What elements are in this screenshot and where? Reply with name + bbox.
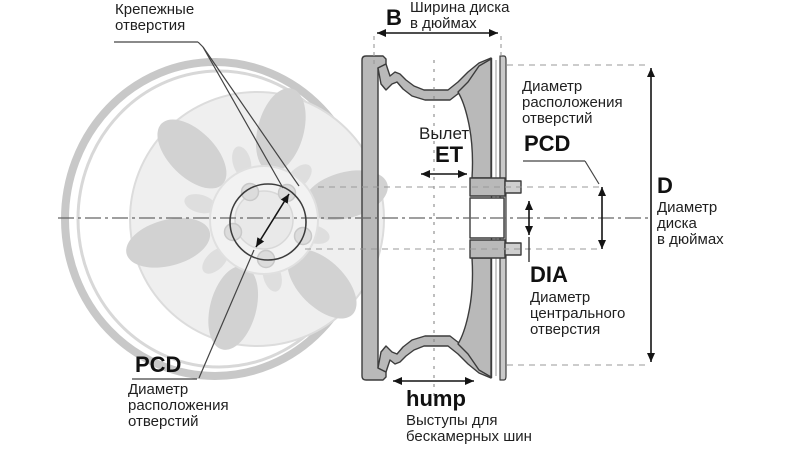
pcd-right-leader [584,160,600,185]
dimension-lines [114,29,655,385]
hump-desc-label: Выступы для бескамерных шин [406,412,532,445]
offset-name-label: Вылет [419,124,470,143]
pcd-left-abbr-label: PCD [135,352,182,377]
hump-abbr-label: hump [406,386,466,411]
leader-lines [114,41,600,380]
diameter-abbr-label: D [657,173,673,198]
diameter-desc-label: Диаметр диска в дюймах [657,199,724,248]
mounting-holes-label: Крепежные отверстия [115,1,195,34]
wheel-front-view [61,58,388,380]
pcd-diagonal-arrow [255,193,290,248]
mounting-holes-leader-1 [202,46,284,189]
spoke-opening [126,217,211,268]
mounting-holes-joint [197,41,204,48]
spoke-opening [157,119,227,189]
construction-lines [58,36,650,397]
spoke-opening [255,88,306,173]
pcd-left-leader [198,249,255,379]
spoke-slit [184,194,216,214]
offset-abbr-label: ET [435,142,464,167]
mounting-holes-leader-2 [202,46,300,187]
pcd-left-desc-label: Диаметр расположения отверстий [128,381,229,430]
bolt-hole [240,182,260,202]
width-desc-label: Ширина диска в дюймах [410,0,510,32]
hub-bolt-bottom-head [504,242,522,256]
bolt-hole [223,222,243,242]
hub-bolt-top-head [504,180,522,194]
width-abbr-label: B [386,5,402,30]
pcd-right-desc-label: Диаметр расположения отверстий [522,78,623,127]
pcd-circle-overlay [229,183,307,261]
bolt-holes [223,182,313,269]
rim-cross-section [361,55,522,381]
dia-abbr-label: DIA [530,262,568,287]
center-bore [469,197,505,239]
dia-desc-label: Диаметр центрального отверстия [530,289,626,338]
hub-bolt-bottom [469,239,506,259]
pcd-right-abbr-label: PCD [524,131,571,156]
spoke-opening [287,249,357,319]
